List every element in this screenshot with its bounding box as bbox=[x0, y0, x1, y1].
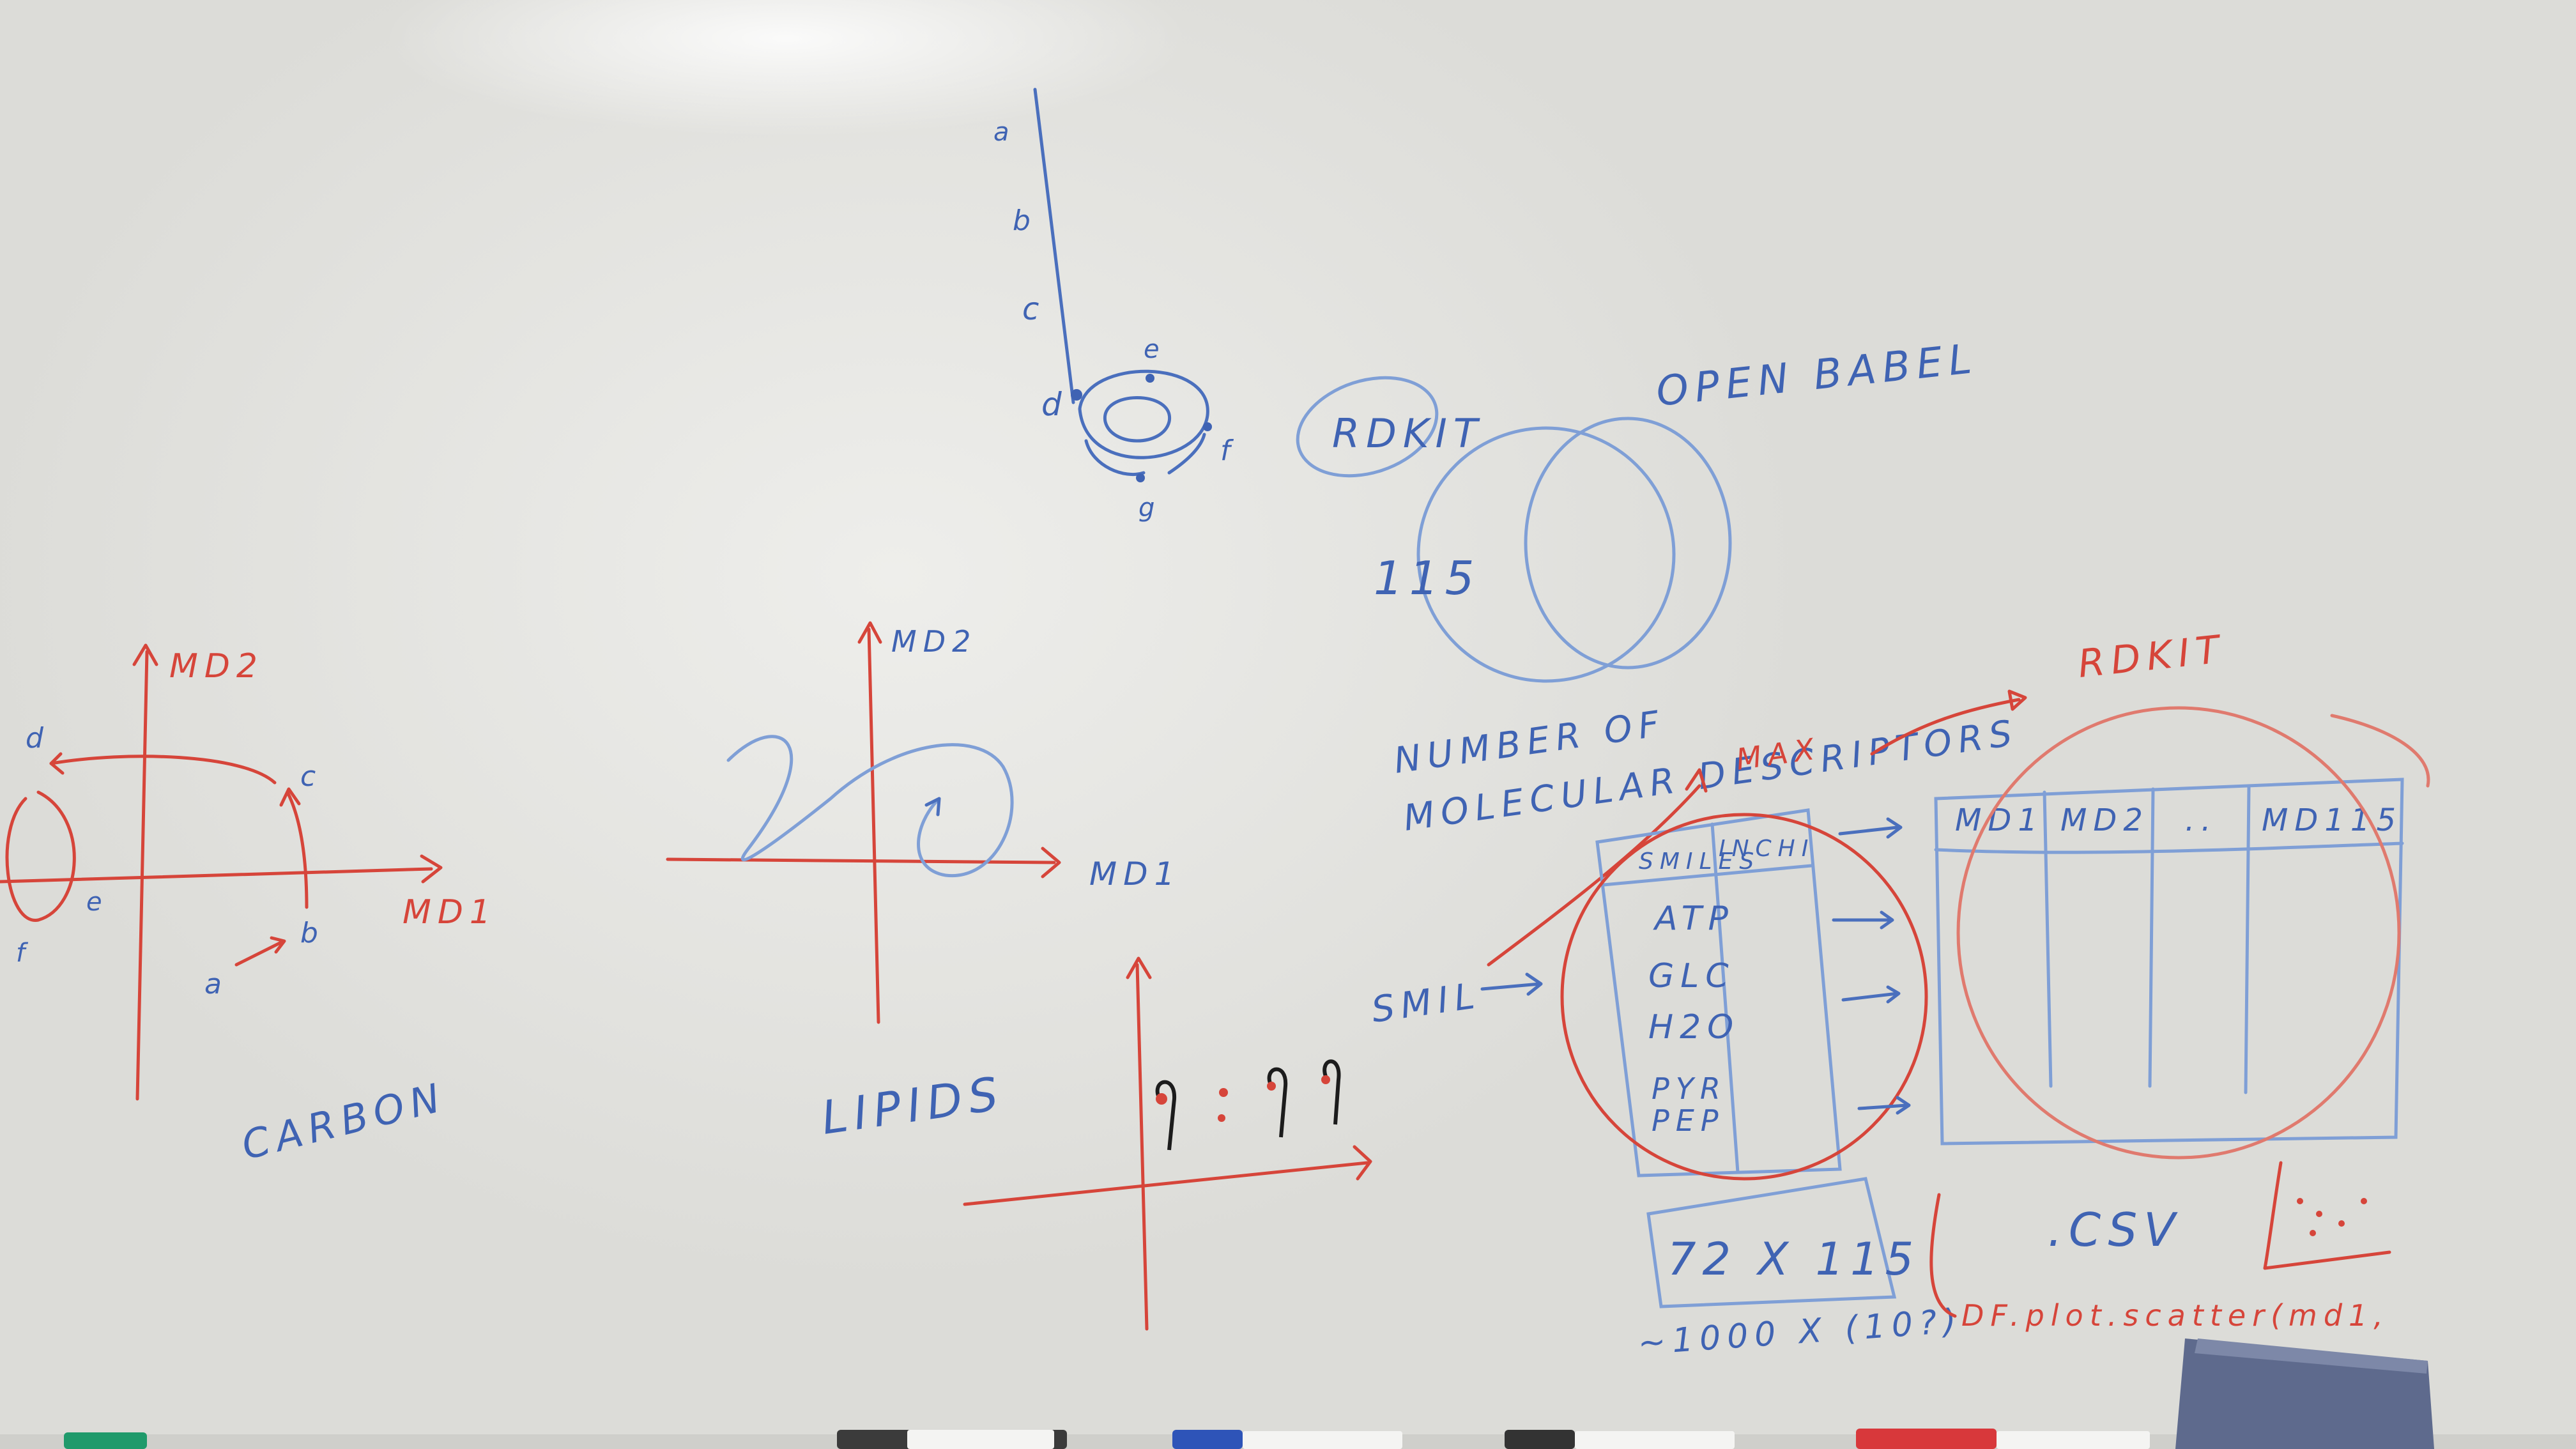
molecule-sketch: a b c d e f g bbox=[993, 88, 1237, 523]
marker-tray bbox=[0, 1338, 2576, 1449]
lipids-sketch: MD2 MD1 LIPIDS bbox=[666, 621, 1181, 1145]
carbon-sketch: MD2 MD1 d c a b e f CARBON bbox=[0, 643, 497, 1169]
col-md2: MD2 bbox=[2060, 802, 2149, 838]
col-md115: MD115 bbox=[2262, 802, 2402, 838]
col-smiles: SMILES bbox=[1639, 848, 1760, 875]
left-x-label: MD1 bbox=[402, 893, 497, 931]
row-glc: GLC bbox=[1648, 957, 1735, 995]
lower-chart bbox=[963, 956, 1372, 1331]
open-babel-label: OPEN BABEL bbox=[1654, 335, 1980, 415]
blue-marker bbox=[1172, 1430, 1243, 1449]
mol-label: f bbox=[1220, 434, 1237, 467]
mol-label: e bbox=[1144, 335, 1166, 364]
carbon-label: CARBON bbox=[237, 1073, 450, 1169]
lipids-label: LIPIDS bbox=[818, 1066, 1008, 1145]
point-c: c bbox=[300, 760, 322, 793]
point-e: e bbox=[86, 887, 109, 917]
row-pep: PEP bbox=[1652, 1103, 1725, 1138]
point-a: a bbox=[204, 968, 228, 1000]
mid-y-label: MD2 bbox=[891, 624, 977, 659]
venn-diagram: RDKIT OPEN BABEL 115 bbox=[1296, 335, 1980, 683]
venn-count: 115 bbox=[1374, 551, 1480, 605]
size-note: ~1000 X (10?) bbox=[1637, 1302, 1964, 1363]
rdkit-label: RDKIT bbox=[1332, 410, 1484, 457]
row-atp: ATP bbox=[1653, 900, 1735, 938]
col-md1: MD1 bbox=[1955, 802, 2044, 838]
black-marker-2 bbox=[1505, 1430, 1575, 1449]
mol-label: d bbox=[1041, 386, 1068, 423]
green-marker bbox=[64, 1432, 147, 1449]
mol-label: b bbox=[1013, 204, 1037, 237]
point-f: f bbox=[16, 939, 31, 968]
row-h2o: H2O bbox=[1648, 1008, 1740, 1046]
red-marker bbox=[1856, 1429, 1997, 1449]
point-b: b bbox=[300, 917, 325, 949]
df-plot-label: DF.plot.scatter(md1, bbox=[1961, 1298, 2389, 1333]
csv-label: .CSV bbox=[2048, 1203, 2181, 1257]
row-pyr: PYR bbox=[1652, 1071, 1727, 1106]
point-d: d bbox=[26, 722, 50, 755]
left-y-label: MD2 bbox=[169, 647, 264, 686]
mol-label: g bbox=[1138, 493, 1161, 523]
size-box: 72 X 115 bbox=[1667, 1233, 1920, 1285]
mol-label: c bbox=[1022, 291, 1045, 327]
mol-label: a bbox=[993, 118, 1016, 147]
col-dots: .. bbox=[2185, 802, 2218, 838]
mid-x-label: MD1 bbox=[1089, 855, 1181, 893]
rdkit-right-label: RDKIT bbox=[2076, 627, 2228, 687]
smiles-label: SMIL bbox=[1369, 975, 1483, 1031]
col-inchi: INCHI bbox=[1719, 836, 1814, 862]
